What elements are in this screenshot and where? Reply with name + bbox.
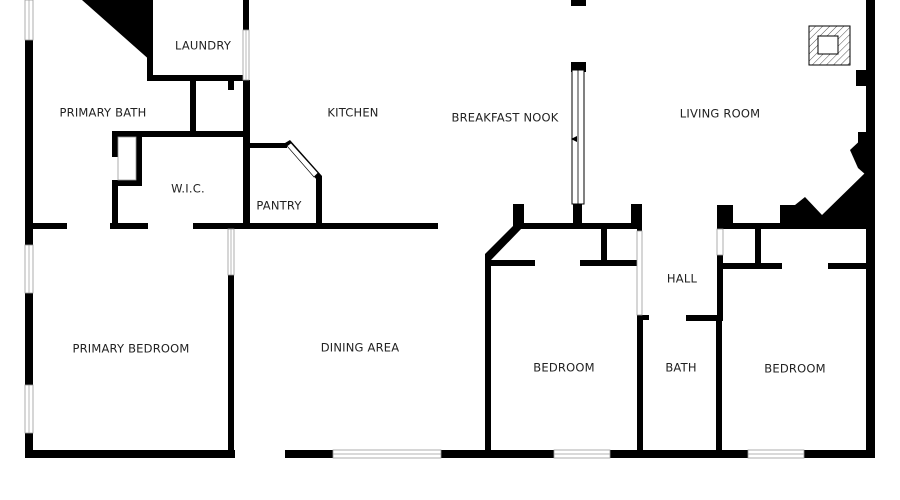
- wall-bath-right: [716, 315, 722, 455]
- wall-bedroom1-left: [485, 254, 491, 455]
- wall-bedroom2-inner-a: [717, 263, 782, 269]
- wall-bedroom1-top: [513, 223, 642, 229]
- wall-nook-post-mid: [573, 204, 582, 228]
- wall-bedroom2-left: [717, 255, 723, 321]
- label-bedroom-1: BEDROOM: [533, 361, 594, 375]
- label-dining-area: DINING AREA: [321, 341, 400, 355]
- wall-bath-top-right: [686, 315, 722, 321]
- wall-living-right-notch: [856, 70, 868, 86]
- label-primary-bedroom: PRIMARY BEDROOM: [72, 342, 189, 356]
- wall-laundry-right: [243, 0, 249, 30]
- wall-right-outer: [866, 0, 875, 458]
- fireplace-icon: [808, 25, 851, 66]
- label-breakfast-nook: BREAKFAST NOOK: [451, 111, 558, 125]
- wall-bedroom2-inner-b: [828, 263, 868, 269]
- wall-bath-closet-left: [190, 80, 196, 136]
- wall-wic-ledge: [112, 180, 142, 186]
- wall-bath-left: [637, 315, 643, 455]
- wall-mid-left-c: [193, 223, 438, 229]
- label-pantry: PANTRY: [256, 199, 302, 213]
- label-living-room: LIVING ROOM: [680, 107, 760, 121]
- wall-living-corner: [780, 172, 866, 228]
- label-primary-bath: PRIMARY BATH: [60, 106, 147, 120]
- wall-post-top: [571, 0, 586, 6]
- wall-bedroom1-corner: [485, 223, 522, 260]
- label-wic: W.I.C.: [171, 182, 205, 196]
- label-kitchen: KITCHEN: [327, 106, 378, 120]
- pantry-door: [286, 142, 319, 178]
- window-wic-door: [117, 136, 137, 181]
- sliding-divider: [571, 69, 585, 205]
- walls: [25, 0, 875, 458]
- wall-primary-bedroom-right: [228, 275, 234, 455]
- window-hall-left: [636, 230, 643, 316]
- wall-pantry-right: [316, 176, 322, 228]
- wall-hall-left: [637, 223, 642, 231]
- wall-bath-corner: [82, 0, 152, 62]
- wall-bedroom1-closet: [601, 223, 607, 266]
- label-laundry: LAUNDRY: [175, 39, 232, 53]
- windows: [24, 0, 805, 459]
- wall-bottom-left: [25, 450, 235, 458]
- wall-nook-post-right: [631, 204, 642, 228]
- wall-nook-post-left: [513, 204, 524, 228]
- wall-bedroom1-inner-a: [485, 260, 535, 266]
- label-bath: BATH: [665, 361, 696, 375]
- wall-wic-left-lower: [112, 180, 118, 228]
- label-hall: HALL: [667, 272, 698, 286]
- label-bedroom-2: BEDROOM: [764, 362, 825, 376]
- window-hall-right: [716, 228, 724, 256]
- wall-wic-step: [112, 131, 118, 157]
- wall-wic-left: [136, 131, 142, 186]
- wall-bedroom2-closet: [755, 223, 761, 269]
- wall-wic-top: [112, 131, 250, 137]
- room-labels: LAUNDRY PRIMARY BATH KITCHEN BREAKFAST N…: [60, 39, 826, 376]
- wall-pantry-top: [243, 143, 287, 148]
- wall-post-upper: [571, 62, 586, 72]
- wall-bath-top: [637, 315, 649, 320]
- wall-living-right-angle: [850, 135, 866, 175]
- wall-laundry-bottom: [147, 75, 247, 81]
- wall-bath-closet-small: [228, 80, 234, 90]
- wall-bedroom1-inner-b: [580, 260, 642, 266]
- wall-mid-left-a: [25, 223, 67, 229]
- wall-kitchen-left: [243, 80, 250, 228]
- wall-mid-left-b: [110, 223, 148, 229]
